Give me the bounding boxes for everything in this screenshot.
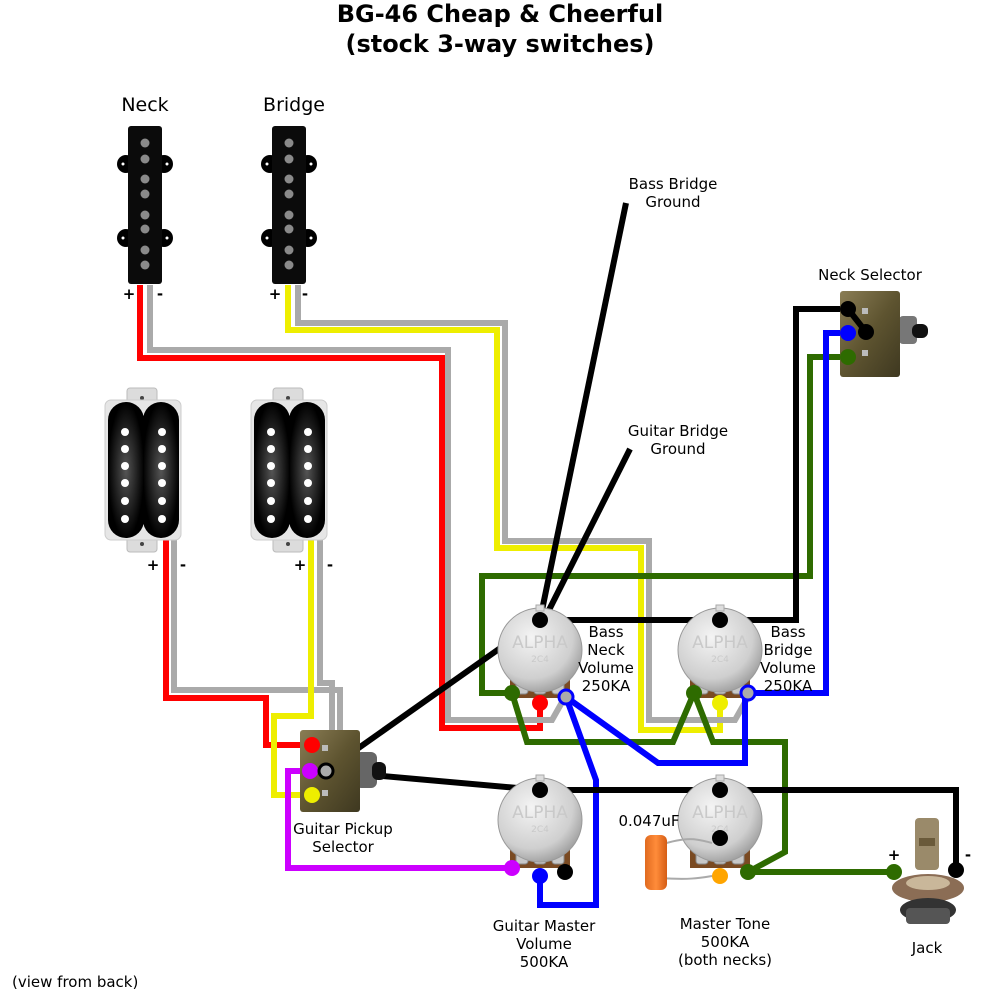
capacitor	[645, 835, 713, 890]
wire-green-vol-link	[509, 685, 788, 875]
guitar-bridge-ground-label: Guitar Bridge Ground	[628, 422, 728, 458]
bass-neck-label: Neck	[121, 94, 168, 116]
svg-text:Volume: Volume	[516, 935, 572, 953]
wire-bass-neck-ground	[147, 285, 568, 723]
bass-bridge-label: Bridge	[263, 94, 325, 116]
bass-neck-pickup	[117, 126, 173, 284]
wire-blue-neck-vol-to-bridge	[564, 694, 748, 766]
svg-text:500KA: 500KA	[701, 933, 750, 951]
guitar-bridge-plus: +	[294, 556, 307, 574]
title-line-2: (stock 3-way switches)	[345, 30, 654, 58]
bass-neck-volume-label: Bass Neck Volume 250KA	[578, 623, 634, 695]
pot-code: 2C4	[531, 655, 549, 665]
master-tone-pot: ALPHA 2C4	[677, 774, 763, 868]
wire-selector-to-guitar-volume	[285, 768, 512, 871]
svg-text:(both necks): (both necks)	[678, 951, 772, 969]
svg-text:Neck: Neck	[587, 641, 625, 659]
wire-bass-bridge-ground	[295, 285, 751, 723]
svg-text:Ground: Ground	[650, 440, 705, 458]
pot-brand: ALPHA	[512, 803, 568, 823]
svg-text:250KA: 250KA	[764, 677, 813, 695]
neck-selector-label: Neck Selector	[818, 266, 923, 284]
svg-text:250KA: 250KA	[582, 677, 631, 695]
jack-label: Jack	[911, 939, 943, 957]
guitar-bridge-humbucker	[250, 387, 328, 553]
wire-blue-neck-vol-to-guitar	[537, 695, 599, 908]
bass-bridge-volume-label: Bass Bridge Volume 250KA	[760, 623, 816, 695]
svg-text:Ground: Ground	[645, 193, 700, 211]
svg-text:Bass Bridge: Bass Bridge	[629, 175, 718, 193]
svg-text:Volume: Volume	[760, 659, 816, 677]
wire-bass-bridge-ground-lead	[537, 202, 629, 621]
pot-tab	[535, 774, 545, 782]
pot-tab	[535, 604, 545, 612]
pot-tab	[715, 604, 725, 612]
view-note: (view from back)	[12, 973, 138, 991]
jack-minus: -	[965, 846, 971, 864]
guitar-neck-minus: -	[180, 556, 186, 574]
wire-green-neck-selector-loop	[479, 354, 848, 696]
pot-brand: ALPHA	[512, 633, 568, 653]
bass-bridge-pickup	[261, 126, 317, 284]
wire-black-neck-selector	[540, 306, 848, 623]
svg-text:Guitar Master: Guitar Master	[493, 917, 596, 935]
guitar-bridge-minus: -	[327, 556, 333, 574]
jack-plus: +	[888, 846, 901, 864]
wire-guitar-neck-hot	[163, 540, 312, 748]
pot-code: 2C4	[711, 825, 729, 835]
bass-neck-volume-pot: ALPHA 2C4	[497, 604, 583, 698]
svg-text:Guitar Bridge: Guitar Bridge	[628, 422, 728, 440]
bass-neck-plus: +	[123, 285, 136, 303]
master-tone-label: Master Tone 500KA (both necks)	[678, 915, 772, 969]
pot-brand: ALPHA	[692, 633, 748, 653]
svg-text:Bridge: Bridge	[764, 641, 813, 659]
guitar-selector-label-line1: Guitar Pickup	[293, 820, 393, 838]
guitar-neck-plus: +	[147, 556, 160, 574]
guitar-neck-humbucker	[104, 387, 182, 553]
title-line-1: BG-46 Cheap & Cheerful	[337, 0, 664, 28]
pot-brand: ALPHA	[692, 803, 748, 823]
wires	[137, 202, 959, 908]
guitar-selector-lugs	[302, 737, 335, 803]
wire-guitar-bridge-ground-lead	[541, 447, 633, 622]
guitar-selector-label-line2: Selector	[312, 838, 374, 856]
capacitor-label: 0.047uF	[618, 812, 679, 830]
svg-text:Bass: Bass	[588, 623, 623, 641]
wire-bass-neck-hot	[137, 285, 543, 731]
solder-points	[504, 612, 757, 884]
svg-text:Master Tone: Master Tone	[680, 915, 771, 933]
bass-bridge-ground-label: Bass Bridge Ground	[629, 175, 718, 211]
pot-code: 2C4	[531, 825, 549, 835]
pot-tab	[715, 774, 725, 782]
bass-bridge-volume-pot: ALPHA 2C4	[677, 604, 763, 698]
bass-bridge-plus: +	[269, 285, 282, 303]
pot-code: 2C4	[711, 655, 729, 665]
svg-text:Bass: Bass	[770, 623, 805, 641]
bass-neck-minus: -	[157, 285, 163, 303]
guitar-master-volume-pot: ALPHA 2C4	[497, 774, 583, 868]
svg-text:Volume: Volume	[578, 659, 634, 677]
svg-text:500KA: 500KA	[520, 953, 569, 971]
bass-bridge-minus: -	[302, 285, 308, 303]
wire-blue-neck-selector	[748, 330, 848, 696]
guitar-master-volume-label: Guitar Master Volume 500KA	[493, 917, 596, 971]
neck-selector-lugs	[840, 301, 874, 365]
output-jack	[886, 818, 964, 924]
